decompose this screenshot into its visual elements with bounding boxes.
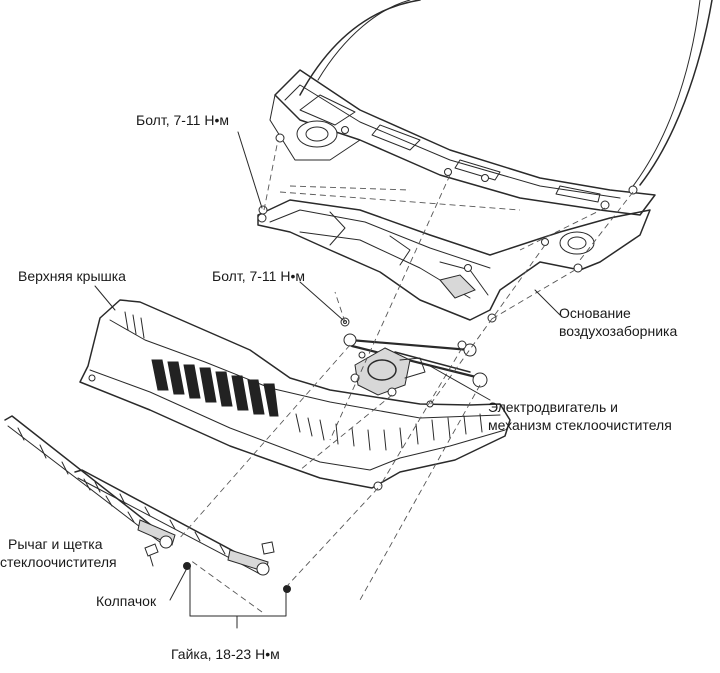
arm-blade-label-line1: Рычаг и щетка [8, 536, 103, 552]
wiper-caps [144, 541, 275, 557]
arm-blade-label-line2: стеклоочистителя [0, 554, 117, 570]
wiper-motor-linkage [343, 333, 488, 397]
bolt-top-label: Болт, 7-11 Н•м [136, 112, 229, 128]
alignment-lines [177, 139, 634, 613]
cap-label: Колпачок [96, 593, 157, 609]
motor-label-line2: механизм стеклоочистителя [488, 417, 672, 433]
top-cover-panel [79, 299, 511, 491]
bolt-mid-label: Болт, 7-11 Н•м [212, 268, 305, 284]
intake-base-label-line2: воздухозаборника [559, 323, 678, 339]
intake-base-label-line1: Основание [559, 305, 631, 321]
top-cover-label: Верхняя крышка [18, 268, 126, 284]
cowl-panel [269, 69, 656, 216]
wiper-nuts [183, 562, 291, 593]
wiper-arms-blades [4, 415, 270, 576]
bolt-fasteners [258, 205, 350, 327]
motor-label-line1: Электродвигатель и [488, 399, 618, 415]
hood-outline [299, 0, 713, 191]
nut-label: Гайка, 18-23 Н•м [171, 646, 280, 662]
air-intake-base [257, 199, 651, 323]
leader-lines [94, 131, 561, 629]
